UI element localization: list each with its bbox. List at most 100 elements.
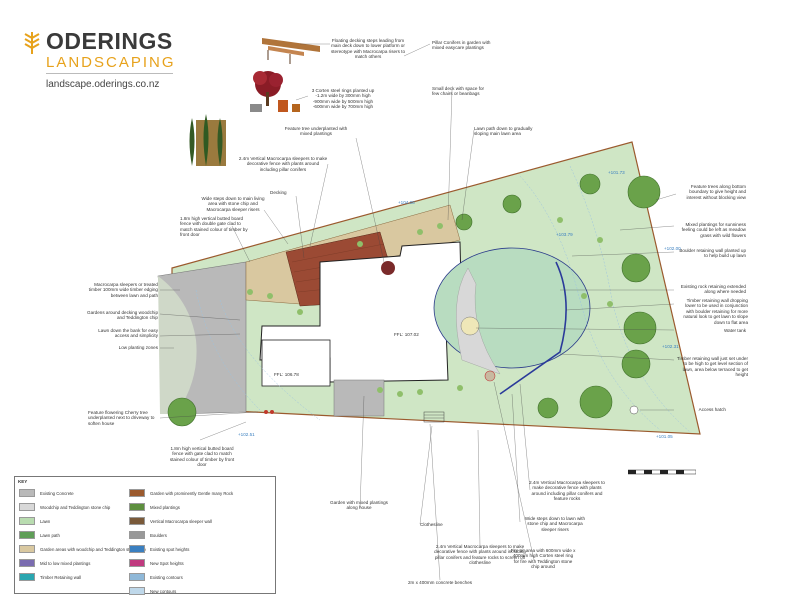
feature-tree-illustration (250, 71, 300, 112)
legend-label: Boulders (150, 532, 167, 538)
legend-item: Vertical Macrocarpa sleeper wall (129, 517, 212, 525)
timber-retaining-wall (499, 261, 567, 395)
annotation-macrocarpa-fence-bottom: 2.4m Vertical Macrocarpa sleepers to mak… (529, 480, 605, 502)
water-tank (460, 316, 480, 336)
spot-height-label: +102.51 (238, 432, 255, 437)
legend-label: Vertical Macrocarpa sleeper wall (150, 518, 212, 524)
annotation-macrocarpa-edging: Macrocarpa sleepers or treated timber 10… (88, 282, 158, 298)
legend-item: New Spot heights (129, 559, 184, 567)
legend-label: Existing spot heights (150, 546, 190, 552)
legend-swatch (19, 517, 35, 525)
annotation-water-tank: Water tank (723, 328, 746, 333)
legend-label: Timber Retaining wall (40, 574, 82, 580)
legend-label: Existing Concrete (40, 490, 74, 496)
spot-height-label: +101.73 (608, 170, 625, 175)
legend-item: Garden areas with woodchip and Teddingto… (19, 545, 146, 553)
legend-item: Timber Retaining wall (19, 573, 81, 581)
legend-label: Existing contours (150, 574, 183, 580)
annotation-concrete-benches: 2m x 400mm concrete benches (407, 580, 473, 585)
legend-item: New contours (129, 587, 176, 595)
conifer-illustration (189, 114, 226, 166)
legend-label: Mixed plantings (150, 504, 180, 510)
feature-tree (381, 261, 395, 275)
fire-pit (484, 370, 496, 382)
legend-swatch (129, 489, 145, 497)
legend-swatch (19, 545, 35, 553)
annotation-corten-rings: 3 Corten steel rings planted up -1.2m wi… (311, 88, 375, 110)
annotation-flowering-cherry: Feature flowering Cherry tree underplant… (88, 410, 155, 426)
legend-swatch (129, 559, 145, 567)
legend-swatch (19, 489, 35, 497)
annotation-lawn-bank: Lawn down the bank for easy access and s… (98, 328, 158, 339)
scale-bar (628, 469, 696, 475)
legend-swatch (129, 503, 145, 511)
legend-title: KEY (18, 479, 28, 484)
legend-swatch (129, 531, 145, 539)
annotation-wide-steps-bottom: Wide steps down to lawn with stone chip … (524, 516, 586, 532)
leaf-icon (24, 32, 40, 54)
legend-item: Existing Concrete (19, 489, 74, 497)
annotation-timber-wall-dropping: Timber retaining wall dropping lower to … (683, 298, 748, 325)
annotation-fence-bottom: 1.8m high vertical butted board fence wi… (169, 446, 235, 468)
legend-label: Lawn path (40, 532, 60, 538)
annotation-small-deck: Small deck with space for few chairs or … (432, 86, 485, 97)
legend-item: Lawn (19, 517, 50, 525)
legend-label: New Spot heights (150, 560, 184, 566)
legend-item: Woodchip and Teddington stone chip (19, 503, 110, 511)
trees (167, 173, 661, 427)
brand-logo: ODERINGS LANDSCAPING landscape.oderings.… (22, 26, 174, 96)
legend-item: Boulders (129, 531, 167, 539)
legend-swatch (129, 517, 145, 525)
brand-tagline: LANDSCAPING (46, 54, 176, 71)
legend-label: Garden with prominently Gentle many Rock (150, 490, 234, 496)
legend-swatch (19, 531, 35, 539)
ffl-garage-label: FFL: 106.78 (274, 372, 299, 377)
annotation-gardens-woodchip: Gardens around decking woodchip and Tedd… (87, 310, 158, 321)
garage (261, 339, 331, 387)
annotation-wide-steps-top: Wide steps down to main living area with… (201, 196, 265, 212)
spot-height-label: +102.00 (664, 246, 681, 251)
legend-label: New contours (150, 588, 177, 594)
legend-label: Lawn (40, 518, 51, 524)
spot-height-label: +102.31 (662, 344, 679, 349)
spot-height-label: +103.79 (556, 232, 573, 237)
legend-item: Lawn path (19, 531, 60, 539)
legend-swatch (19, 503, 35, 511)
annotation-macrocarpa-clothesline: 2.4m Vertical Macrocarpa sleepers to mak… (434, 544, 526, 566)
annotation-timber-wall-set: Timber retaining wall just set under to … (676, 356, 748, 378)
legend-item: Mixed plantings (129, 503, 180, 511)
annotation-feature-tree: Feature tree underplanted with mixed pla… (284, 126, 348, 137)
legend-swatch (19, 559, 35, 567)
annotation-boulder-wall: Boulder retaining wall planted up to hel… (679, 248, 746, 259)
annotation-pillar-conifers: Pillar Conifers in garden with mixed eas… (432, 40, 491, 51)
spot-height-label: +101.05 (656, 434, 673, 439)
annotation-garden-house: Garden with mixed plantings along house (330, 500, 388, 511)
legend-label: Garden areas with woodchip and Teddingto… (40, 546, 146, 552)
legend-swatch (129, 545, 145, 553)
annotation-decking: Decking (270, 190, 287, 195)
brand-name: ODERINGS (46, 28, 173, 54)
annotation-firepit: Fire pit area with 600mm wide x 400mm hi… (510, 548, 576, 570)
annotation-mixed-plantings: Mixed plantings for sunniness feeling co… (681, 222, 746, 238)
brand-url[interactable]: landscape.oderings.co.nz (46, 79, 160, 90)
annotation-macrocarpa-fence-top: 2.4m Vertical Macrocarpa sleepers to mak… (238, 156, 328, 172)
legend-swatch (19, 573, 35, 581)
annotation-low-planting: Low planting zones (118, 345, 158, 350)
clothesline (423, 411, 445, 423)
legend-item: Garden with prominently Gentle many Rock (129, 489, 233, 497)
annotation-floating-decking-steps: Floating decking steps leading from main… (330, 38, 406, 60)
legend-item: Existing contours (129, 573, 183, 581)
ffl-main-label: FFL: 107.02 (394, 332, 419, 337)
annotation-fence-top: 1.8m high vertical butted board fence wi… (180, 216, 248, 238)
decking-steps-illustration (262, 38, 320, 64)
lower-concrete-slab (333, 379, 385, 417)
annotation-lawn-path: Lawn path down to gradually sloping main… (474, 126, 533, 137)
legend-swatch (129, 573, 145, 581)
annotation-access-hatch: Access hatch (698, 407, 726, 412)
annotation-clothesline: Clothesline (420, 522, 443, 527)
legend-label: Woodchip and Teddington stone chip (40, 504, 111, 510)
annotation-feature-trees-boundary: Feature trees along bottom boundary to g… (686, 184, 747, 200)
spot-height-label: +104.08 (398, 200, 415, 205)
